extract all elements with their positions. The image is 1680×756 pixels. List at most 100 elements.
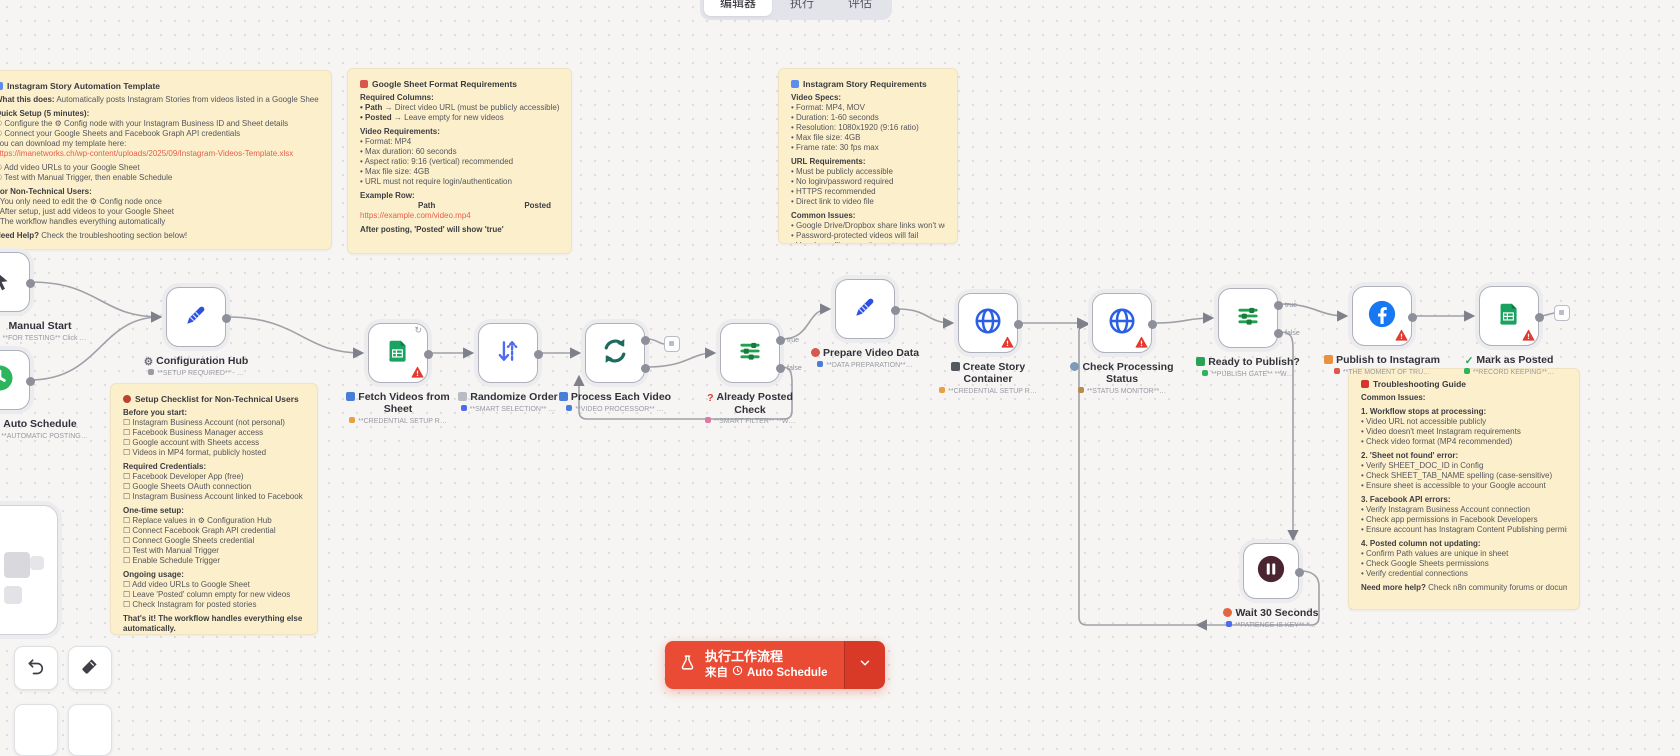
- shuffle-blue-icon: [460, 405, 467, 411]
- node-subtitle: **AUTOMATIC POSTING…: [1, 433, 88, 440]
- filter-icon: [1234, 302, 1262, 335]
- note-line: ① Configure the ⚙ Config node with your …: [0, 119, 289, 128]
- execute-options-chevron[interactable]: [843, 641, 885, 689]
- tidy-up-button[interactable]: [68, 646, 112, 690]
- node-auto-schedule[interactable]: [0, 350, 35, 410]
- tab[interactable]: 执行: [774, 0, 830, 16]
- node-randomize-order[interactable]: [478, 323, 543, 383]
- note-line: ☐ Google account with Sheets access: [123, 438, 260, 447]
- node-configuration-hub[interactable]: [166, 287, 231, 347]
- toolbar-button-partial[interactable]: [68, 704, 112, 756]
- node-subtitle: **SETUP REQUIRED** - …: [121, 369, 271, 377]
- party-icon: [1324, 355, 1334, 364]
- flask-icon: [679, 654, 696, 676]
- toolbar-button-partial[interactable]: [14, 704, 58, 756]
- output-port[interactable]: [776, 364, 785, 373]
- note-line: • Aspect ratio: 9:16 (vertical) recommen…: [360, 157, 514, 166]
- node-label: Prepare Video Data: [790, 347, 940, 359]
- hourglass-brown-icon: [1077, 387, 1084, 393]
- node-mark-as-posted[interactable]: [1479, 286, 1544, 346]
- output-port[interactable]: [1274, 301, 1283, 310]
- output-port[interactable]: [641, 336, 650, 345]
- note-line: • Resolution: 1080x1920 (9:16 ratio): [791, 123, 919, 132]
- node-process-each-video[interactable]: [585, 323, 650, 383]
- note-line: ☐ Connect Google Sheets credential: [123, 536, 255, 545]
- tab[interactable]: 编辑器: [704, 0, 773, 16]
- note-line: https://imanetworks.ch/wp-content/upload…: [0, 149, 294, 158]
- note-line: Video Requirements:: [360, 127, 440, 136]
- tab[interactable]: 评估: [832, 0, 888, 16]
- facebook-icon: [1367, 299, 1397, 334]
- port-label-false: false: [1285, 330, 1300, 337]
- note-line: Instagram Story Requirements: [791, 79, 945, 89]
- node-manual-start[interactable]: [0, 252, 35, 312]
- brain-pink-icon: [704, 417, 711, 423]
- dice-icon: [458, 392, 468, 401]
- output-port[interactable]: [1535, 312, 1544, 322]
- output-port[interactable]: [424, 349, 433, 359]
- loop-blue-icon: [558, 392, 568, 401]
- execute-main[interactable]: 执行工作流程 来自 Auto Schedule: [665, 641, 844, 689]
- pause-icon: [1256, 554, 1286, 589]
- note-line: ☐ Enable Schedule Trigger: [123, 556, 221, 565]
- note-line: ☐ Replace values in ⚙ Configuration Hub: [123, 516, 272, 525]
- output-port[interactable]: [1274, 329, 1283, 338]
- output-port[interactable]: [534, 349, 543, 359]
- note-line: Need Help? Check the troubleshooting sec…: [0, 231, 188, 240]
- note-line: One-time setup:: [123, 506, 184, 515]
- output-port[interactable]: [1148, 319, 1157, 329]
- output-port[interactable]: [1408, 312, 1417, 322]
- note-line: ☐ Test with Manual Trigger: [123, 546, 219, 555]
- next-node-endpoint[interactable]: [1554, 305, 1570, 321]
- note-line: ☐ Check Instagram for posted stories: [123, 600, 257, 609]
- output-port[interactable]: [1014, 319, 1023, 329]
- note-line: Required Columns:: [360, 93, 434, 102]
- clapper-icon: [950, 362, 960, 371]
- execute-workflow-button[interactable]: 执行工作流程 来自 Auto Schedule: [665, 641, 885, 689]
- output-port[interactable]: [26, 376, 35, 386]
- note-line: • Max duration: 60 seconds: [360, 147, 457, 156]
- memo-green-icon: [1463, 368, 1470, 374]
- edge-process-to-already: [646, 347, 717, 368]
- note-line: • Verify credential connections: [1361, 569, 1468, 578]
- node-label: Wait 30 Seconds: [1196, 607, 1346, 619]
- output-port[interactable]: [641, 364, 650, 373]
- output-port[interactable]: [26, 278, 35, 288]
- note-line: After posting, 'Posted' will show 'true': [360, 225, 504, 234]
- node-check-processing-status[interactable]: [1092, 293, 1157, 353]
- output-port[interactable]: [776, 336, 785, 345]
- node-wait-30-seconds[interactable]: [1243, 543, 1304, 599]
- node-label: ⚙Configuration Hub: [143, 355, 249, 368]
- edge-auto-to-config: [29, 311, 163, 381]
- note-icon: [0, 82, 3, 90]
- node-fetch-videos-from-sheet[interactable]: ↻: [368, 323, 433, 383]
- note-line: That's it! The workflow handles everythi…: [123, 614, 303, 623]
- edge-manual-to-config: [29, 281, 163, 323]
- note-line: • The workflow handles everything automa…: [0, 217, 166, 226]
- output-port[interactable]: [1295, 567, 1304, 577]
- note-line: • Check Google Sheets permissions: [1361, 559, 1489, 568]
- undo-button[interactable]: [14, 646, 58, 690]
- question-red-icon: ?: [707, 392, 714, 404]
- filter-icon: [736, 337, 764, 370]
- loop-done-endpoint[interactable]: [664, 336, 680, 352]
- node-prepare-video-data[interactable]: [835, 279, 900, 339]
- node-label: Ready to Publish?: [1173, 356, 1323, 368]
- output-port[interactable]: [222, 313, 231, 323]
- output-port[interactable]: [891, 305, 900, 315]
- alarm-icon: [1223, 608, 1233, 617]
- node-create-story-container[interactable]: [958, 293, 1023, 353]
- note-line: • Verify Instagram Business Account conn…: [1361, 505, 1531, 514]
- node-publish-to-instagram[interactable]: [1352, 286, 1417, 346]
- edge-ready-false-to-wait: [1279, 331, 1299, 542]
